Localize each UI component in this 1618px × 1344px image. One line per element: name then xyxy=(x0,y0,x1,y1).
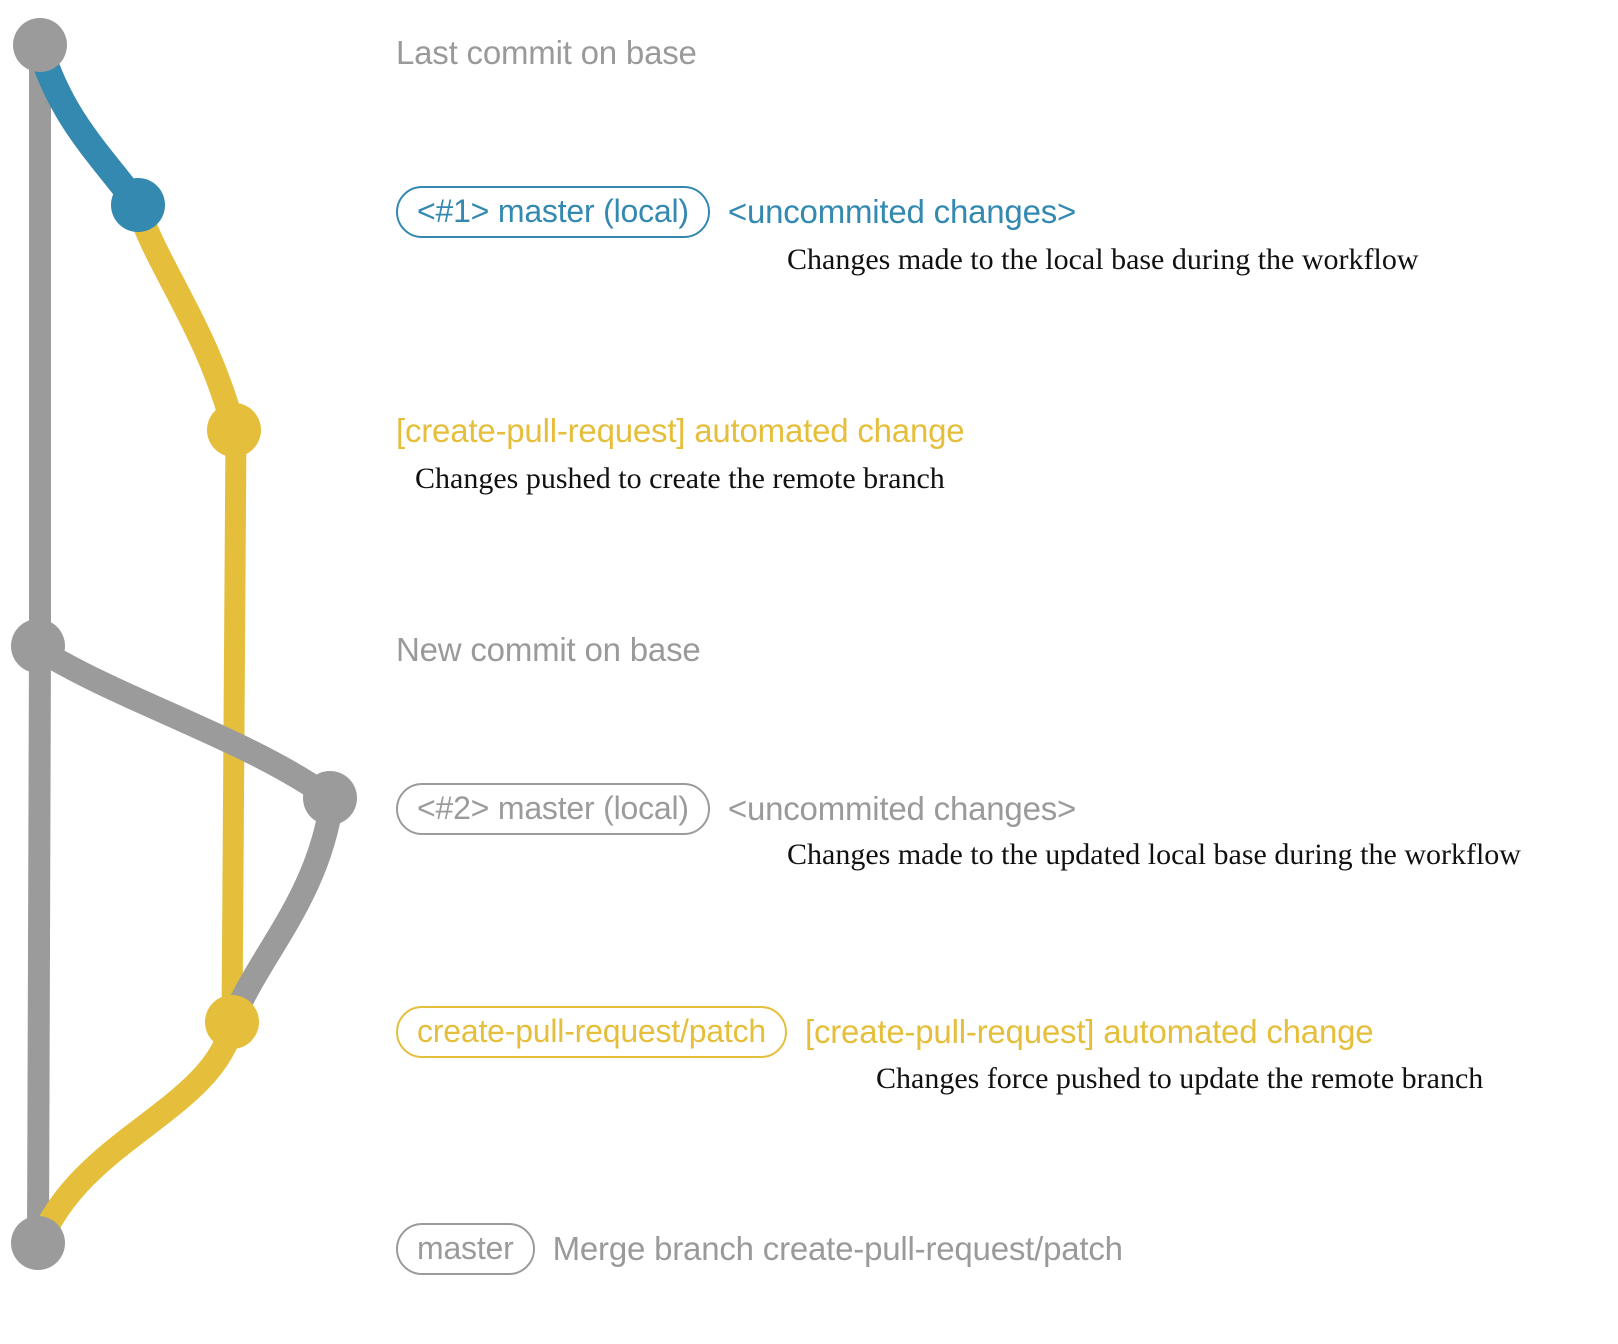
edge-gray-local2 xyxy=(28,638,342,810)
row-local-1: <#1> master (local) <uncommited changes> xyxy=(396,186,1076,238)
commit-node-patch-1[interactable] xyxy=(207,403,261,457)
row-automated-change-1: [create-pull-request] automated change xyxy=(396,412,965,450)
ref-badge-master-local-1[interactable]: <#1> master (local) xyxy=(396,186,710,238)
commit-subject-automated-change-2: [create-pull-request] automated change xyxy=(804,1013,1374,1050)
commit-node-base-new[interactable] xyxy=(11,619,65,673)
commit-subject-local-2: <uncommited changes> xyxy=(727,790,1077,827)
row-last-commit: Last commit on base xyxy=(396,34,697,72)
commit-subject-master-merge: Merge branch create-pull-request/patch xyxy=(552,1230,1123,1267)
edge-gray-local2-to-patch2 xyxy=(220,788,344,1034)
row-local-2: <#2> master (local) <uncommited changes> xyxy=(396,783,1076,835)
commit-subject-new-commit: New commit on base xyxy=(396,631,701,668)
row-patch-branch: create-pull-request/patch [create-pull-r… xyxy=(396,1006,1374,1058)
commit-node-local-2[interactable] xyxy=(303,771,357,825)
commit-subject-automated-change-1: [create-pull-request] automated change xyxy=(396,412,965,449)
commit-node-patch-2[interactable] xyxy=(205,995,259,1049)
ref-badge-master[interactable]: master xyxy=(396,1223,535,1275)
row-new-commit: New commit on base xyxy=(396,631,701,669)
description-automated-change-2: Changes force pushed to update the remot… xyxy=(876,1062,1484,1095)
commit-subject-local-1: <uncommited changes> xyxy=(727,193,1077,230)
ref-badge-master-local-2[interactable]: <#2> master (local) xyxy=(396,783,710,835)
edge-gold-patch-lane xyxy=(221,419,247,1033)
description-local-2: Changes made to the updated local base d… xyxy=(787,838,1521,871)
description-local-1: Changes made to the local base during th… xyxy=(787,243,1419,276)
commit-node-local-1[interactable] xyxy=(111,178,165,232)
commit-node-master-merge[interactable] xyxy=(11,1216,65,1270)
description-automated-change-1: Changes pushed to create the remote bran… xyxy=(415,462,945,495)
edge-gold-patch1 xyxy=(126,196,246,442)
row-master-merge: master Merge branch create-pull-request/… xyxy=(396,1223,1123,1275)
edge-gold-merge xyxy=(28,1014,244,1255)
commit-subject-last-commit: Last commit on base xyxy=(396,34,697,71)
edge-base-trunk-lower xyxy=(27,635,51,1254)
commit-node-base-top[interactable] xyxy=(13,18,67,72)
ref-badge-create-pull-request-patch[interactable]: create-pull-request/patch xyxy=(396,1006,787,1058)
